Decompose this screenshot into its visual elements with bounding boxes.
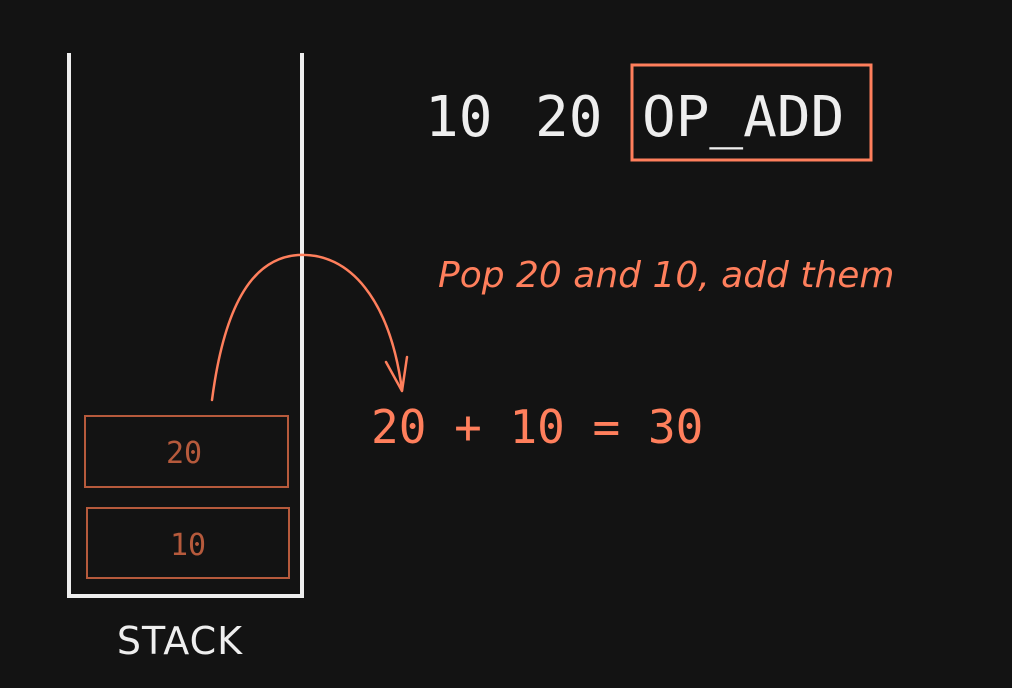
stack-item-top-label: 20 bbox=[166, 436, 202, 471]
stack-item-bottom bbox=[86, 507, 290, 579]
instruction-opcode: OP_ADD bbox=[642, 85, 844, 150]
stack-item-bottom-label: 10 bbox=[170, 528, 206, 563]
instruction-operand-2: 20 bbox=[535, 85, 602, 150]
annotation-text: Pop 20 and 10, add them bbox=[438, 255, 895, 296]
pop-arrow-head bbox=[384, 355, 409, 393]
opcode-highlight-box bbox=[630, 63, 873, 162]
instruction-operand-1: 10 bbox=[425, 85, 492, 150]
pop-arrow bbox=[210, 253, 404, 402]
stack-label: STACK bbox=[117, 619, 243, 663]
stack-container bbox=[67, 53, 304, 598]
stack-item-top bbox=[84, 415, 289, 488]
equation-text: 20 + 10 = 30 bbox=[371, 400, 703, 454]
